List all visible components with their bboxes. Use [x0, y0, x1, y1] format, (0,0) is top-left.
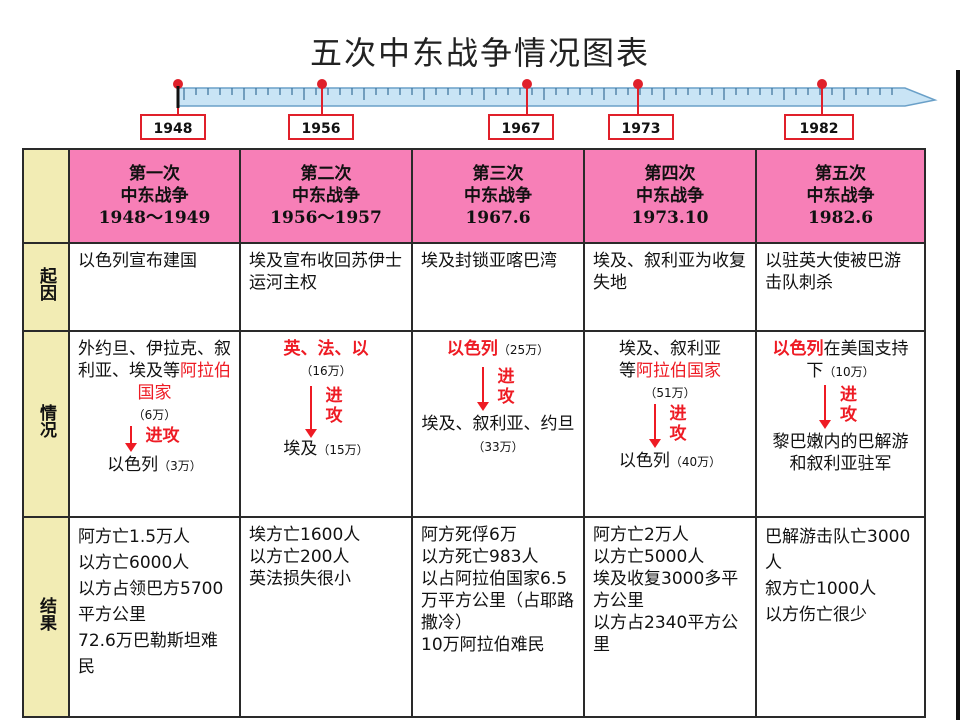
timeline-marker	[317, 79, 327, 114]
row-header-cause: 起因	[22, 242, 70, 332]
situation-cell-4: 埃及、叙利亚等阿拉伯国家 （51万） 进攻 以色列（40万）	[583, 330, 757, 518]
result-row: 结果 阿方亡1.5万人 以方亡6000人 以方占领巴方5700平方公里 72.6…	[22, 516, 926, 718]
year-label-1973: 1973	[608, 114, 674, 140]
attack-arrow	[476, 367, 489, 411]
situation-cell-1: 外约旦、伊拉克、叙利亚、埃及等阿拉伯国家 （6万） 进攻 以色列（3万）	[68, 330, 241, 518]
attack-arrow	[648, 404, 661, 448]
attack-arrow	[304, 386, 317, 438]
result-cell-1: 阿方亡1.5万人 以方亡6000人 以方占领巴方5700平方公里 72.6万巴勒…	[68, 516, 241, 718]
result-cell-5: 巴解游击队亡3000人 叙方亡1000人 以方伤亡很少	[755, 516, 926, 718]
timeline-ruler	[173, 79, 938, 114]
timeline-marker	[817, 79, 827, 114]
situation-row: 情况 外约旦、伊拉克、叙利亚、埃及等阿拉伯国家 （6万） 进攻 以色列（3万） …	[22, 330, 926, 518]
situation-cell-2: 英、法、以 （16万） 进攻 埃及（15万）	[239, 330, 413, 518]
timeline-marker	[633, 79, 643, 114]
cause-cell-1: 以色列宣布建国	[68, 242, 241, 332]
row-header-situation: 情况	[22, 330, 70, 518]
attack-arrow	[819, 385, 831, 429]
right-edge-bar	[956, 70, 960, 720]
situation-cell-3: 以色列（25万） 进攻 埃及、叙利亚、约旦（33万）	[411, 330, 585, 518]
page-title: 五次中东战争情况图表	[309, 34, 650, 72]
year-label-1967: 1967	[488, 114, 554, 140]
cause-cell-5: 以驻英大使被巴游击队刺杀	[755, 242, 926, 332]
year-label-1948: 1948	[140, 114, 206, 140]
year-label-1956: 1956	[288, 114, 354, 140]
cause-cell-2: 埃及宣布收回苏伊士运河主权	[239, 242, 413, 332]
result-cell-2: 埃方亡1600人 以方亡200人 英法损失很小	[239, 516, 413, 718]
corner-cell	[22, 148, 70, 244]
result-cell-4: 阿方亡2万人 以方亡5000人 埃及收复3000多平方公里 以方占2340平方公…	[583, 516, 757, 718]
row-header-result: 结果	[22, 516, 70, 718]
result-cell-3: 阿方死俘6万 以方死亡983人 以占阿拉伯国家6.5万平方公里（占耶路撒冷） 1…	[411, 516, 585, 718]
timeline-marker	[522, 79, 532, 114]
year-label-1982: 1982	[784, 114, 854, 140]
attack-arrow	[124, 426, 137, 452]
cause-row: 起因 以色列宣布建国 埃及宣布收回苏伊士运河主权 埃及封锁亚喀巴湾 埃及、叙利亚…	[22, 242, 926, 332]
cause-cell-3: 埃及封锁亚喀巴湾	[411, 242, 585, 332]
cause-cell-4: 埃及、叙利亚为收复失地	[583, 242, 757, 332]
situation-cell-5: 以色列在美国支持下（10万） 进攻 黎巴嫩内的巴解游和叙利亚驻军	[755, 330, 926, 518]
